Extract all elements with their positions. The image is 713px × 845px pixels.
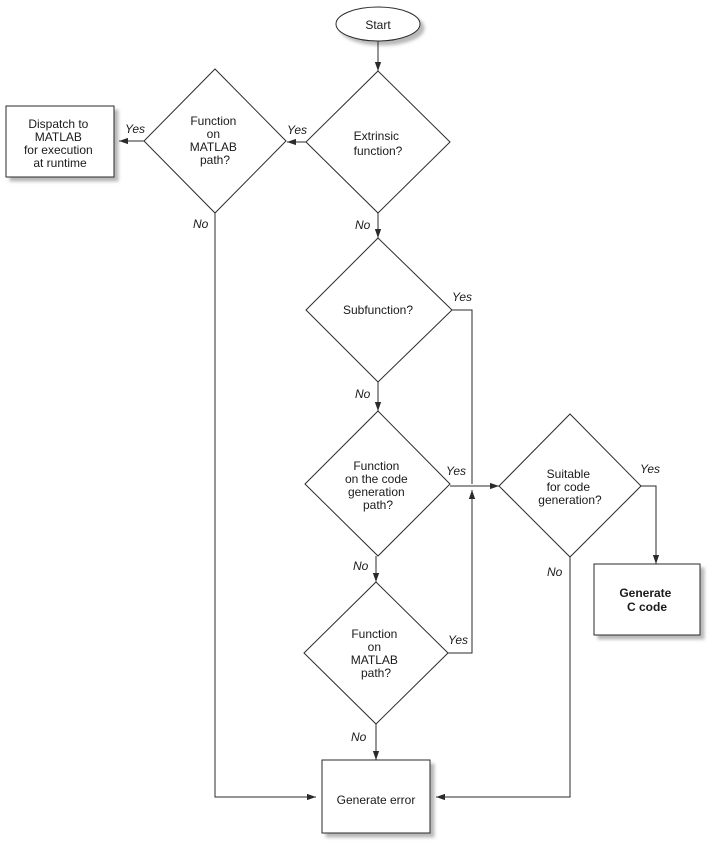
on-matlab-bottom-yes-connector: [448, 490, 476, 654]
on-matlab-top-label-line-2: on: [207, 127, 220, 141]
on-matlab-bottom-label-line-1: Function: [351, 627, 397, 641]
dispatch-label-line-4: at runtime: [33, 156, 87, 170]
svg-text:Extrinsic function?: Extrinsic function?: [354, 129, 403, 158]
svg-text:Generate error: Generate error: [337, 793, 416, 807]
on-codegen-label-line-1: Function: [353, 459, 399, 473]
subfunction-decision: Subfunction?: [305, 237, 453, 383]
svg-text:Dispatch to MATLAB: Dispatch to MATLAB for execution at runt…: [24, 117, 96, 170]
svg-text:Start: Start: [365, 18, 391, 32]
extrinsic-label-line-1: Extrinsic: [354, 129, 399, 143]
on-matlab-bottom-yes-label: Yes: [448, 633, 468, 647]
start-terminal: Start: [335, 6, 421, 42]
on-matlab-bottom-label-line-3: MATLAB: [351, 653, 398, 667]
dispatch-label-line-3: for execution: [24, 143, 93, 157]
generate-c-label-line-2: C code: [627, 600, 667, 614]
dispatch-label-line-2: MATLAB: [35, 130, 82, 144]
svg-text:Function on the code: Function on the code generation path?: [345, 459, 411, 512]
on-matlab-top-no-connector: [214, 213, 316, 801]
suitable-label-line-2: for code: [547, 480, 591, 494]
svg-text:Generate C code: Generate C code: [619, 586, 674, 614]
on-matlab-path-top-decision: Function on MATLAB path?: [143, 68, 287, 214]
extrinsic-no-label: No: [355, 218, 371, 232]
generate-error-label: Generate error: [337, 793, 416, 807]
dispatch-label-line-1: Dispatch to: [28, 117, 88, 131]
generate-c-code-box: Generate C code: [593, 563, 701, 636]
subfunction-yes-label: Yes: [452, 290, 472, 304]
suitable-label-line-3: generation?: [538, 493, 602, 507]
subfunction-no-label: No: [355, 387, 371, 401]
subfunction-label: Subfunction?: [343, 303, 413, 317]
on-matlab-bottom-label-line-2: on: [368, 640, 381, 654]
suitable-decision: Suitable for code generation?: [498, 413, 642, 558]
on-codegen-yes-label: Yes: [446, 464, 466, 478]
extrinsic-yes-label: Yes: [287, 123, 307, 137]
start-label: Start: [365, 18, 391, 32]
on-matlab-top-label-line-3: MATLAB: [190, 140, 237, 154]
extrinsic-label-line-2: function?: [354, 144, 403, 158]
generate-error-box: Generate error: [321, 759, 431, 834]
suitable-yes-connector: [641, 485, 660, 564]
svg-text:Subfunction?: Subfunction?: [343, 303, 413, 317]
on-codegen-no-label: No: [353, 559, 369, 573]
on-matlab-bottom-no-label: No: [351, 730, 367, 744]
svg-text:Suitable for code: Suitable for code generation?: [538, 467, 602, 507]
on-matlab-top-label-line-1: Function: [190, 114, 236, 128]
on-codegen-path-decision: Function on the code generation path?: [304, 410, 451, 557]
dispatch-box: Dispatch to MATLAB for execution at runt…: [5, 105, 115, 178]
generate-c-label-line-1: Generate: [619, 586, 671, 600]
svg-text:Function on MATLAB: Function on MATLAB path?: [190, 114, 240, 167]
suitable-yes-label: Yes: [640, 462, 660, 476]
suitable-no-label: No: [547, 565, 563, 579]
extrinsic-decision: Extrinsic function?: [305, 70, 451, 214]
subfunction-yes-connector: [452, 309, 473, 484]
on-codegen-label-line-4: path?: [363, 498, 393, 512]
on-codegen-label-line-2: on the code: [345, 472, 408, 486]
on-codegen-label-line-3: generation: [348, 485, 405, 499]
on-matlab-top-label-line-4: path?: [200, 153, 230, 167]
suitable-no-connector: [436, 557, 571, 801]
on-matlab-bottom-label-line-4: path?: [361, 666, 391, 680]
on-matlab-path-bottom-decision: Function on MATLAB path?: [303, 581, 449, 725]
svg-text:Function on MATLAB: Function on MATLAB path?: [351, 627, 401, 680]
suitable-label-line-1: Suitable: [547, 467, 591, 481]
on-matlab-top-no-label: No: [193, 217, 209, 231]
on-matlab-top-yes-label: Yes: [125, 122, 145, 136]
